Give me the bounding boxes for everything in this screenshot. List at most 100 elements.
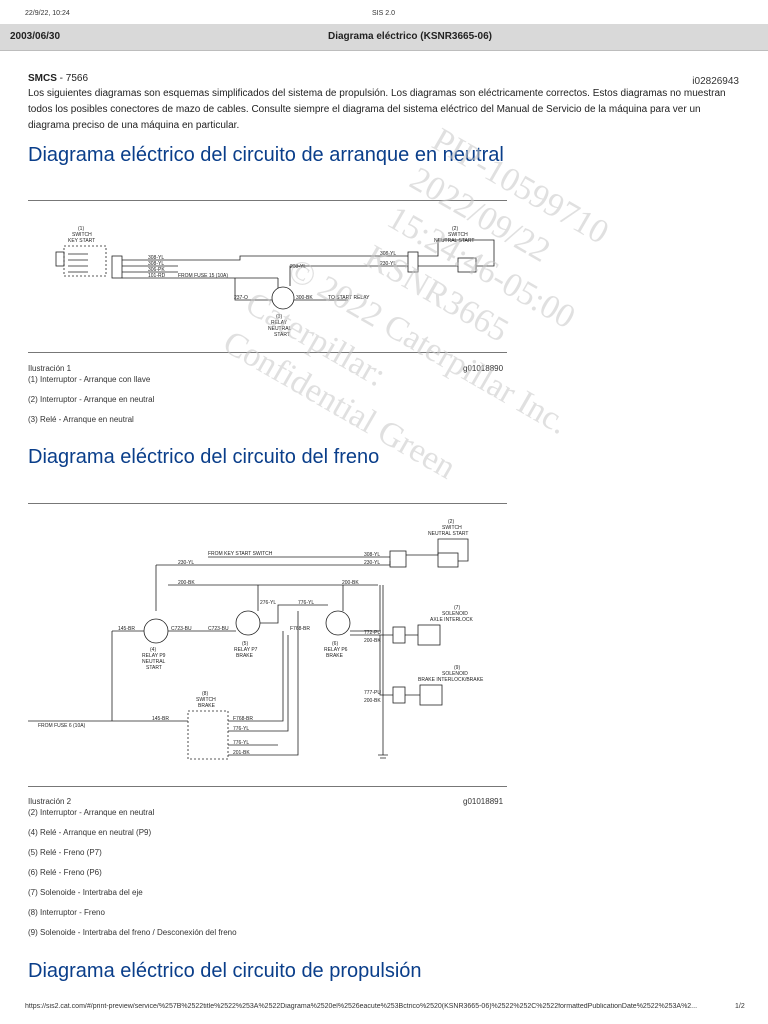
caption-item: (3) Relé - Arranque en neutral [28,415,134,424]
wire-label: 300-BK [296,295,313,301]
section-heading-brake: Diagrama eléctrico del circuito del fren… [28,446,380,468]
relay-p7-symbol [235,610,261,636]
caption-item: (9) Solenoide - Intertraba del freno / D… [28,928,237,937]
relay5-desc: BRAKE [236,653,254,659]
caption-item: (6) Relé - Freno (P6) [28,868,102,877]
wire-label: 200-BK [364,638,381,644]
print-datetime: 22/9/22, 10:24 [25,10,70,17]
smcs-value: - 7566 [56,73,89,84]
switch2-desc: NEUTRAL START [434,238,474,244]
wire-label: 776-YL [298,600,314,606]
relay5-ref: (5) [242,641,248,647]
solenoid-9-plug [392,686,406,704]
caption-item: (4) Relé - Arranque en neutral (P9) [28,828,152,837]
neutral-switch-body [457,257,477,273]
wire-label: 308-YL [380,251,396,257]
figure-bottom-rule [28,352,507,353]
wire-label: C723-BU [208,626,229,632]
wire-label: FROM FUSE 6 (10A) [38,723,86,729]
sol9-ref: (9) [454,665,460,671]
wire-label: FROM KEY START SWITCH [208,551,273,557]
wire-label: 776-YL [233,740,249,746]
wire-label: 308-YL [148,255,164,261]
switch2-name: SWITCH [442,525,462,531]
relay6-desc: BRAKE [326,653,344,659]
wire-label: 101-RD [148,273,166,279]
relay5-name: RELAY P7 [234,647,258,653]
relay4-desc2: START [146,665,162,671]
neutral-switch-plug [389,550,407,568]
smcs-code: SMCS - 7566 [28,73,88,84]
figure-label: Ilustración 1 [28,364,72,373]
relay3-name: RELAY [271,320,288,326]
relay-p6-symbol [325,610,351,636]
wire-label: 777-PU [364,690,381,696]
print-url[interactable]: https://sis2.cat.com/#/print-preview/ser… [25,1003,698,1010]
wire-label: 772-PU [364,630,381,636]
wire-label: 230-YL [364,560,380,566]
relay6-name: RELAY P6 [324,647,348,653]
sol9-desc: BRAKE INTERLOCK/BRAKE [418,677,484,683]
document-id: i02826943 [692,76,739,87]
relay3-desc2: START [274,332,290,338]
caption-item: (1) Interruptor - Arranque con llave [28,375,151,384]
switch8-ref: (8) [202,691,208,697]
relay-p9-symbol [143,618,169,644]
wire-label: 200-BK [178,580,195,586]
wire-label: 276-YL [260,600,276,606]
wire-label: 145-BR [118,626,135,632]
wire-label: 200-BK [342,580,359,586]
switch1-ref: (1) [78,226,84,232]
print-page-number: 1/2 [735,1003,745,1010]
relay4-name: RELAY P9 [142,653,166,659]
relay3-desc1: NEUTRAL [268,326,292,332]
switch1-desc: KEY START [68,238,95,244]
brake-switch-body [187,710,229,760]
relay6-ref: (6) [332,641,338,647]
smcs-label: SMCS [28,73,57,84]
document-header-bar: 2003/06/30 Diagrama eléctrico (KSNR3665-… [0,24,768,51]
wire-label: 200-BK [364,698,381,704]
figure-top-rule [28,503,507,504]
print-app-name: SIS 2.0 [372,10,395,17]
wire-label: 230-YL [380,261,396,267]
caption-item: (2) Interruptor - Arranque en neutral [28,395,155,404]
wire-label: 776-YL [233,726,249,732]
caption-item: (2) Interruptor - Arranque en neutral [28,808,155,817]
sol7-ref: (7) [454,605,460,611]
neutral-switch-plug [407,251,419,273]
neutral-start-diagram: (1) SWITCH KEY START (2) SWITCH NEUTRAL … [55,226,495,338]
key-switch-connector [55,251,65,267]
sol7-name: SOLENOID [442,611,468,617]
wire-label: 230-YL [178,560,194,566]
figure-label: Ilustración 2 [28,797,72,806]
figure-id: g01018891 [463,797,504,806]
figure-bottom-rule [28,786,507,787]
relay4-ref: (4) [150,647,156,653]
brake-circuit-diagram: (2) SWITCH NEUTRAL START FROM KEY START … [28,519,484,760]
relay-neutral-start-symbol [271,286,295,310]
caption-item: (8) Interruptor - Freno [28,908,105,917]
neutral-switch-body [437,552,459,568]
sol7-desc: AXLE INTERLOCK [430,617,473,623]
switch2-name: SWITCH [448,232,468,238]
wire-label: 201-BK [233,750,250,756]
solenoid-7-plug [392,626,406,644]
figure-id: g01018890 [463,364,504,373]
wire-label: C723-BU [171,626,192,632]
switch2-desc: NEUTRAL START [428,531,468,537]
relay3-ref: (3) [276,314,282,320]
switch2-ref: (2) [452,226,458,232]
wire-label: 237-O [234,295,248,301]
switch1-name: SWITCH [72,232,92,238]
switch8-desc: BRAKE [198,703,216,709]
wire-label: TO START RELAY [328,295,370,301]
key-switch-body [63,245,107,277]
intro-paragraph: Los siguientes diagramas son esquemas si… [28,88,726,131]
wire-label: F768-BR [290,626,310,632]
caption-item: (5) Relé - Freno (P7) [28,848,102,857]
solenoid-9-body [419,684,443,706]
publication-date: 2003/06/30 [10,31,61,42]
wire-label: 308-YL [364,552,380,558]
wire-label: 145-BR [152,716,169,722]
